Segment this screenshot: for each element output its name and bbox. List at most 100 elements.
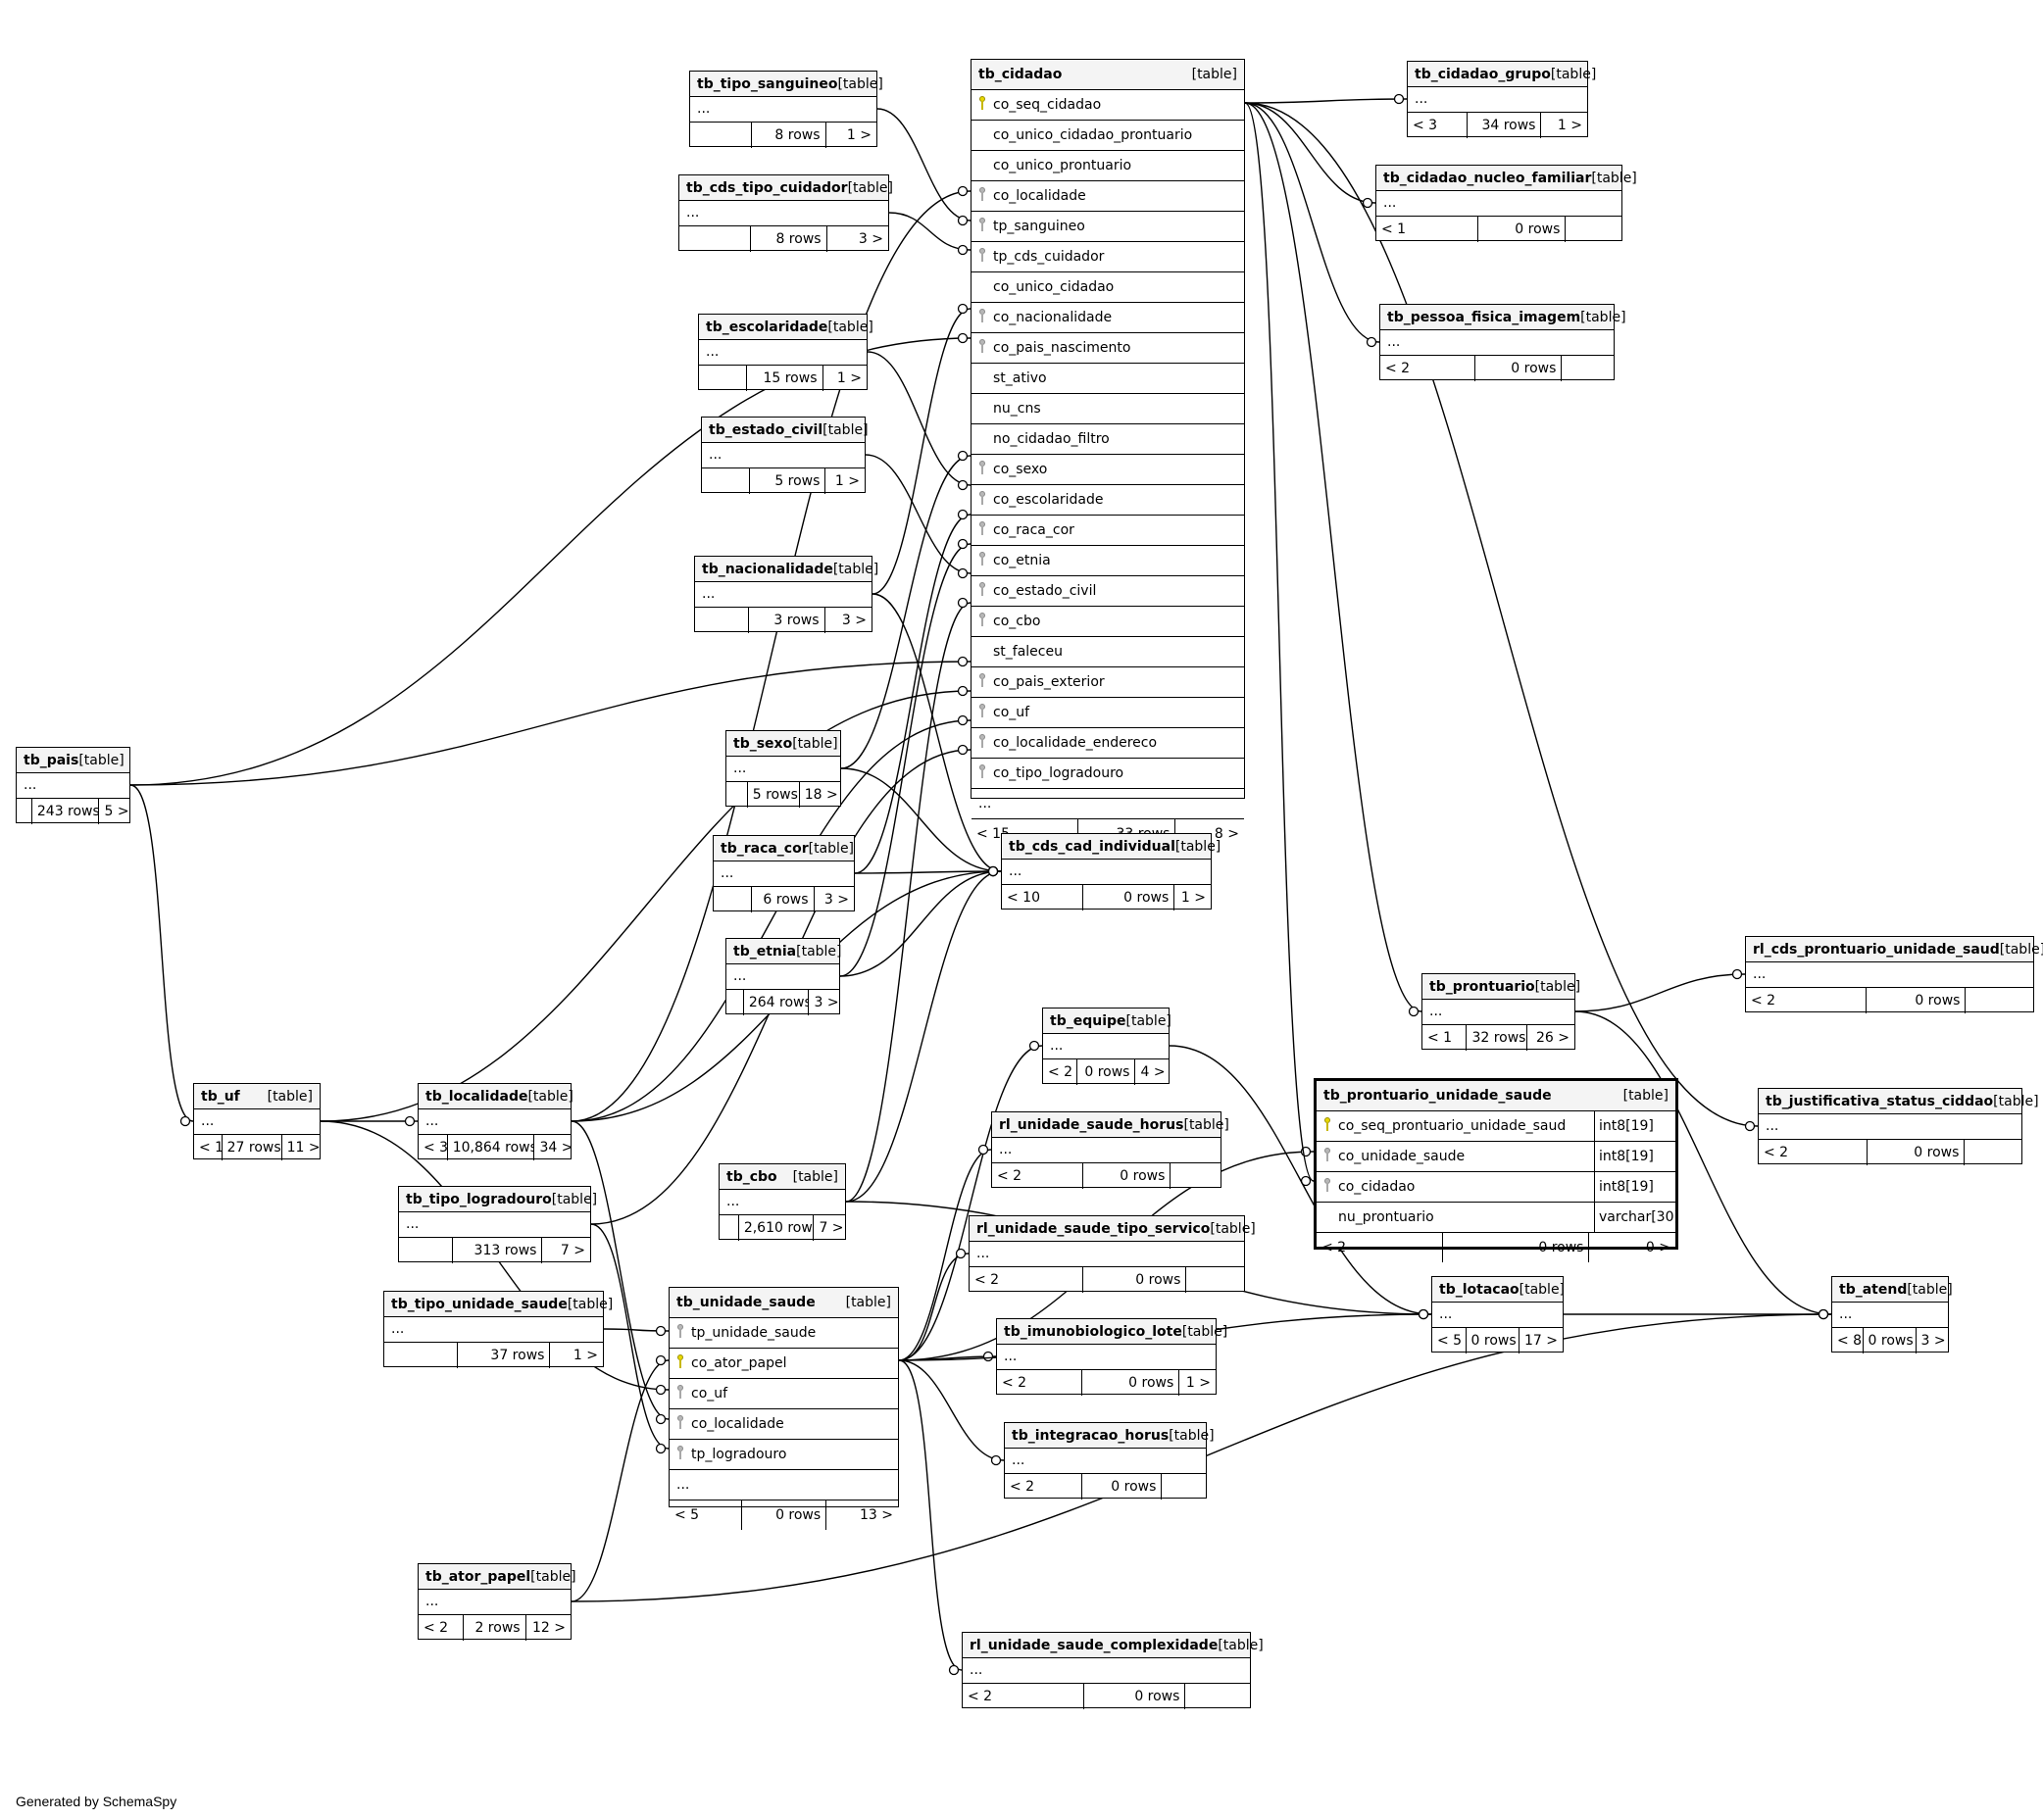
table-header: tb_localidade[table]: [419, 1084, 573, 1109]
column-row[interactable]: st_ativo: [972, 364, 1244, 394]
column-row[interactable]: co_unico_cidadao: [972, 272, 1244, 303]
column-row[interactable]: co_pais_exterior: [972, 667, 1244, 698]
table-tb-prontuario-unidade-saude[interactable]: tb_prontuario_unidade_saude[table]co_seq…: [1314, 1078, 1679, 1262]
table-type-tag: [table]: [792, 1168, 838, 1185]
column-row[interactable]: co_nacionalidade: [972, 303, 1244, 333]
column-row[interactable]: tp_sanguineo: [972, 212, 1244, 242]
children-count: 8 >: [1214, 826, 1239, 842]
column-row[interactable]: co_localidade_endereco: [972, 728, 1244, 759]
column-row[interactable]: co_etnia: [972, 546, 1244, 576]
table-header: tb_pais[table]: [17, 748, 129, 773]
table-header: rl_cds_prontuario_unidade_saud[table]: [1746, 937, 2043, 962]
relationship-line: [898, 1045, 1043, 1361]
table-rl-cds-prontuario-unidade-saud[interactable]: rl_cds_prontuario_unidade_saud[table]...…: [1745, 936, 2043, 1013]
column-row[interactable]: co_localidade: [670, 1409, 898, 1440]
relationship-line: [590, 1223, 670, 1450]
column-row[interactable]: co_estado_civil: [972, 576, 1244, 607]
table-name: tb_imunobiologico_lote: [1004, 1323, 1182, 1340]
column-row[interactable]: co_localidade: [972, 181, 1244, 212]
column-row[interactable]: co_seq_cidadao: [972, 90, 1244, 121]
column-row[interactable]: co_unico_prontuario: [972, 151, 1244, 181]
column-row[interactable]: tp_logradouro: [670, 1440, 898, 1470]
fk-icon: [670, 1415, 691, 1433]
column-row[interactable]: co_escolaridade: [972, 485, 1244, 516]
table-header: tb_equipe[table]: [1043, 1008, 1171, 1034]
column-row[interactable]: co_tipo_logradouro: [972, 759, 1244, 789]
column-row[interactable]: co_cbo: [972, 607, 1244, 637]
relationship-endpoint-marker: [655, 1354, 667, 1366]
column-row[interactable]: co_raca_cor: [972, 516, 1244, 546]
table-type-tag: [table]: [1993, 1093, 2039, 1109]
column-row[interactable]: tp_unidade_saude: [670, 1318, 898, 1349]
column-row[interactable]: co_uf: [972, 698, 1244, 728]
table-more-columns: ...: [1005, 1449, 1206, 1474]
parents-count: [17, 799, 32, 824]
relationship-endpoint-marker: [1028, 1040, 1040, 1052]
table-name: tb_cds_tipo_cuidador: [686, 179, 848, 196]
column-row[interactable]: co_uf: [670, 1379, 898, 1409]
relationship-line: [1574, 973, 1746, 1012]
table-tb-justificativa-status-ciddao[interactable]: tb_justificativa_status_ciddao[table]...…: [1758, 1088, 2039, 1165]
column-row[interactable]: co_pais_nascimento: [972, 333, 1244, 364]
column-row[interactable]: co_ator_papel: [670, 1349, 898, 1379]
relationship-line: [898, 1253, 970, 1361]
children-count: 0 >: [1645, 1240, 1670, 1255]
table-more-columns: ...: [399, 1212, 590, 1238]
relationship-endpoint-marker: [957, 450, 969, 462]
row-count: 8 rows: [752, 123, 826, 148]
table-name: tb_equipe: [1050, 1012, 1126, 1029]
row-count: 0 rows: [1867, 988, 1967, 1013]
relationship-endpoint-marker: [957, 244, 969, 256]
column-row[interactable]: co_sexo: [972, 455, 1244, 485]
column-name: tp_sanguineo: [993, 219, 1085, 234]
column-row[interactable]: st_faleceu: [972, 637, 1244, 667]
relationship-line: [1244, 102, 1422, 1012]
table-rl-unidade-saude-tipo-servico[interactable]: rl_unidade_saude_tipo_servico[table]...<…: [969, 1215, 1256, 1293]
relationship-line: [872, 308, 972, 595]
column-row[interactable]: nu_cns: [972, 394, 1244, 424]
column-row[interactable]: co_unico_cidadao_prontuario: [972, 121, 1244, 151]
column-row[interactable]: no_cidadao_filtro: [972, 424, 1244, 455]
parents-count: < 5: [1432, 1328, 1467, 1353]
table-rl-unidade-saude-complexidade[interactable]: rl_unidade_saude_complexidade[table]...<…: [962, 1632, 1264, 1709]
column-row[interactable]: tp_cds_cuidador: [972, 242, 1244, 272]
